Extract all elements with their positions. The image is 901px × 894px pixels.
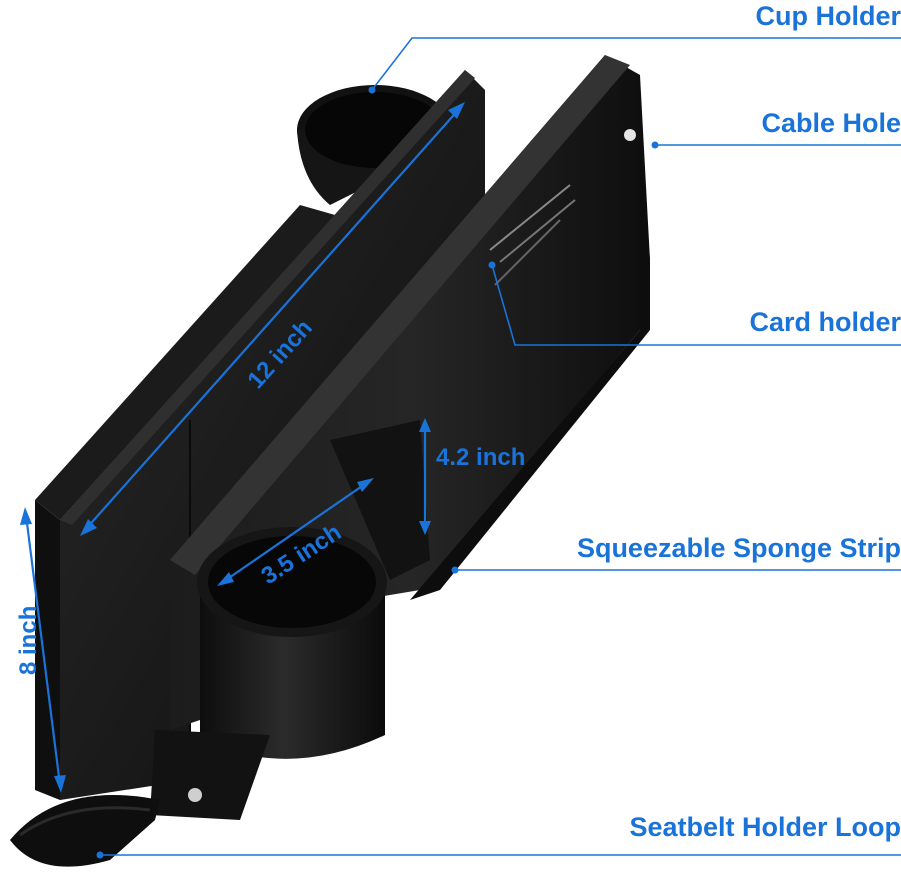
callout-leaders — [100, 37, 901, 856]
dimension-height-label: 8 inch — [15, 606, 42, 675]
callout-seatbelt-loop: Seatbelt Holder Loop — [629, 812, 901, 842]
dimension-arrows — [20, 102, 465, 793]
callout-cup-holder: Cup Holder — [755, 1, 901, 31]
callout-sponge-strip: Squeezable Sponge Strip — [576, 533, 901, 563]
dimension-cup-depth-label: 4.2 inch — [436, 444, 525, 471]
callout-cable-hole: Cable Hole — [761, 108, 901, 138]
cup-holder-leader — [371, 37, 901, 91]
card-holder-leader — [491, 264, 901, 346]
callout-card-holder: Card holder — [749, 307, 901, 337]
left-compartment — [35, 70, 485, 800]
front-cup-holder — [197, 420, 430, 759]
callout-dots — [96, 86, 659, 859]
seatbelt-loop — [10, 730, 270, 867]
